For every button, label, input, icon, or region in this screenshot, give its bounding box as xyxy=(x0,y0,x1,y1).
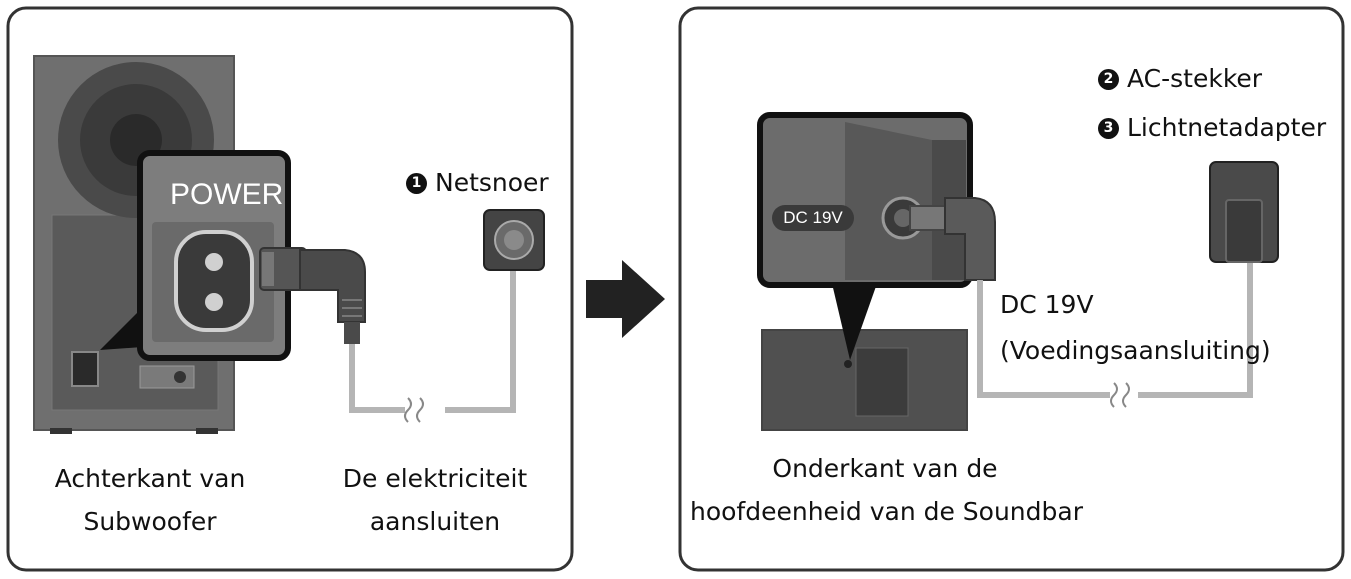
caption-power-line2: aansluiten xyxy=(369,507,501,536)
number-badge: 2 xyxy=(1098,68,1119,90)
arrow-right-icon xyxy=(586,260,665,338)
number-badge: 1 xyxy=(406,172,427,194)
caption-soundbar-line2: hoofdeenheid van de Soundbar xyxy=(690,497,1083,526)
caption-soundbar: Onderkant van de hoofdeenheid van de Sou… xyxy=(690,452,1083,528)
caption-subwoofer-line2: Subwoofer xyxy=(83,507,217,536)
netsnoer-label: 1 Netsnoer xyxy=(406,168,549,198)
caption-soundbar-line1: Onderkant van de xyxy=(772,454,998,483)
power-cable xyxy=(349,270,516,413)
outlet-icon xyxy=(483,209,545,271)
caption-power: De elektriciteit aansluiten xyxy=(330,462,540,538)
power-label: POWER xyxy=(170,178,284,211)
ac-stekker-text: AC-stekker xyxy=(1127,64,1263,93)
ac-adapter-icon xyxy=(1209,161,1279,263)
power-socket-icon xyxy=(174,230,254,332)
dc-label: DC 19V xyxy=(1000,290,1094,319)
power-callout xyxy=(100,150,291,361)
caption-power-line1: De elektriciteit xyxy=(342,464,528,493)
cable-break-icon xyxy=(1110,382,1130,408)
netsnoer-text: Netsnoer xyxy=(435,168,549,197)
dc-chip-label: DC 19V xyxy=(783,208,843,227)
soundbar-bottom xyxy=(761,329,968,431)
dc-plug-icon xyxy=(909,197,996,281)
number-badge: 3 xyxy=(1098,117,1119,139)
cable-break-icon xyxy=(404,397,424,423)
dc-sublabel: (Voedingsaansluiting) xyxy=(1000,336,1271,365)
caption-subwoofer: Achterkant van Subwoofer xyxy=(30,462,270,538)
lichtnetadapter-text: Lichtnetadapter xyxy=(1127,113,1327,142)
dc-cable xyxy=(977,262,1253,398)
lichtnetadapter-label: 3 Lichtnetadapter xyxy=(1098,113,1326,143)
ac-stekker-label: 2 AC-stekker xyxy=(1098,64,1262,94)
power-plug-icon xyxy=(259,247,366,344)
caption-subwoofer-line1: Achterkant van xyxy=(54,464,246,493)
